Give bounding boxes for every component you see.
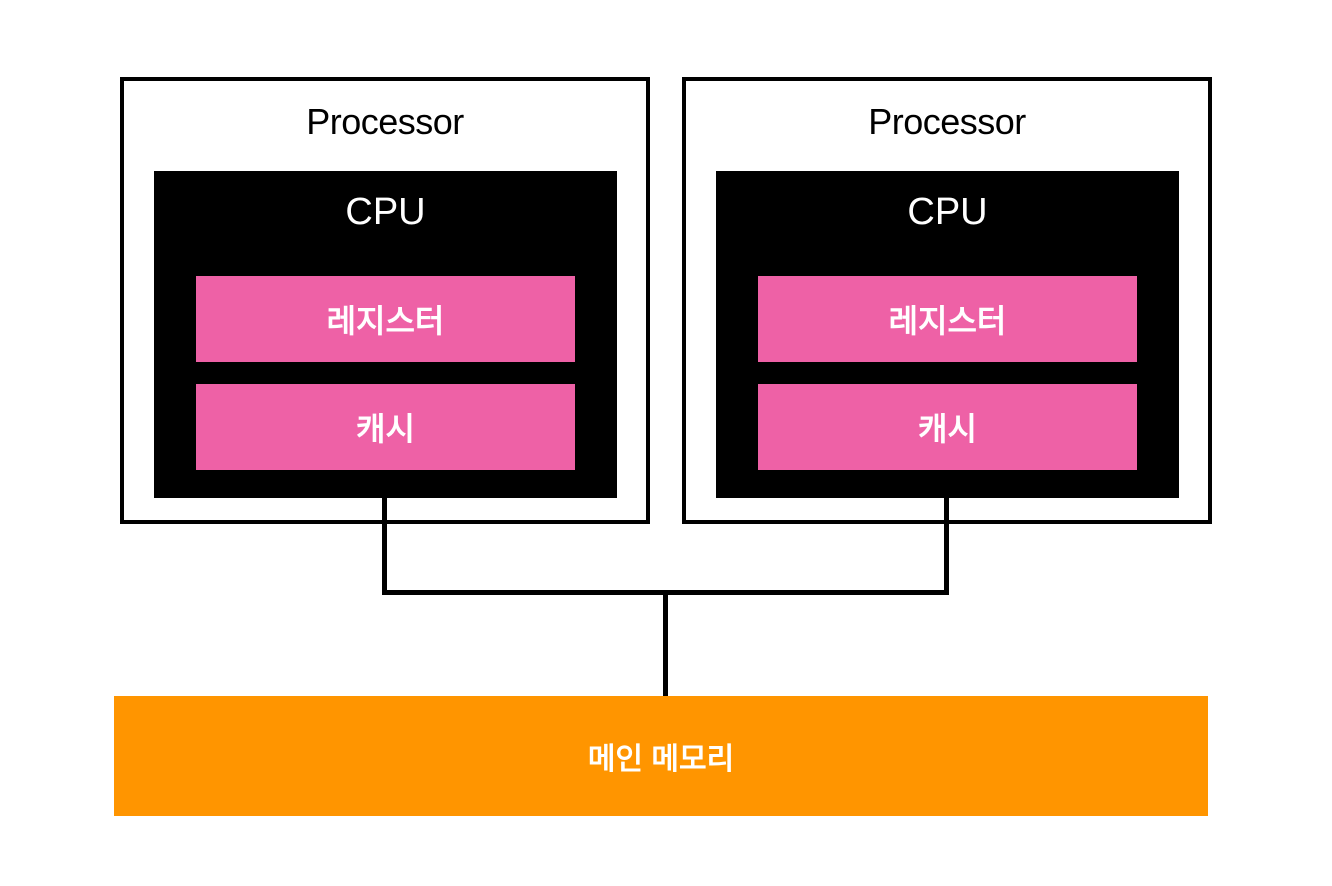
- cpu-label: CPU: [345, 191, 426, 233]
- processor-box-1: Processor CPU 레지스터 캐시: [120, 77, 650, 524]
- main-memory-block: 메인 메모리: [114, 696, 1208, 816]
- bus-wire-right: [944, 498, 949, 595]
- cache-block: 캐시: [758, 384, 1137, 470]
- cpu-label: CPU: [907, 191, 988, 233]
- processor-label: Processor: [306, 101, 464, 142]
- processor-label: Processor: [868, 101, 1026, 142]
- cpu-box: CPU 레지스터 캐시: [716, 171, 1179, 498]
- cpu-box: CPU 레지스터 캐시: [154, 171, 617, 498]
- cache-block: 캐시: [196, 384, 575, 470]
- bus-wire-left: [382, 498, 387, 595]
- register-block: 레지스터: [758, 276, 1137, 362]
- bus-wire-memory: [663, 590, 668, 696]
- processor-box-2: Processor CPU 레지스터 캐시: [682, 77, 1212, 524]
- register-block: 레지스터: [196, 276, 575, 362]
